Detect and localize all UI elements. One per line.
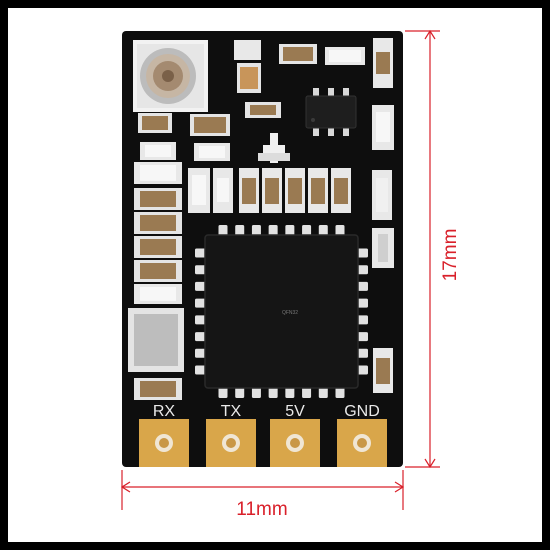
mid-components bbox=[138, 113, 351, 213]
chip-pin-right bbox=[356, 298, 368, 308]
chip-pin-bottom bbox=[302, 386, 312, 398]
height-label: 17mm bbox=[440, 229, 461, 282]
chip-pin-left bbox=[195, 248, 207, 258]
mcu-chip: QFN32 bbox=[195, 225, 368, 398]
chip-pin-bottom bbox=[218, 386, 228, 398]
chip-pin-top bbox=[251, 225, 261, 237]
pad-tx bbox=[206, 419, 256, 467]
chip-pin-right bbox=[356, 348, 368, 358]
height-dimension bbox=[405, 29, 440, 469]
left-components bbox=[128, 162, 184, 400]
chip-pin-top bbox=[318, 225, 328, 237]
chip-pin-left bbox=[195, 315, 207, 325]
chip-pin-top bbox=[335, 225, 345, 237]
pad-gnd bbox=[337, 419, 387, 467]
pin-label-tx: TX bbox=[221, 403, 242, 420]
receiver-board-figure: QFN32 RX bbox=[120, 29, 461, 520]
chip-pin-right bbox=[356, 265, 368, 275]
chip-pin-top bbox=[235, 225, 245, 237]
chip-pin-top bbox=[285, 225, 295, 237]
chip-pin-left bbox=[195, 348, 207, 358]
chip-marking: QFN32 bbox=[282, 310, 298, 316]
right-components bbox=[372, 105, 394, 393]
chip-pin-bottom bbox=[285, 386, 295, 398]
chip-pin-right bbox=[356, 332, 368, 342]
product-photo: QFN32 RX bbox=[8, 8, 542, 542]
sot-ic bbox=[305, 88, 357, 136]
chip-pin-right bbox=[356, 315, 368, 325]
antenna-connector bbox=[133, 40, 208, 112]
chip-pin-right bbox=[356, 248, 368, 258]
width-label: 11mm bbox=[236, 499, 287, 520]
pin-label-gnd: GND bbox=[344, 403, 380, 420]
chip-pin-top bbox=[268, 225, 278, 237]
chip-pin-bottom bbox=[235, 386, 245, 398]
test-mark bbox=[258, 133, 290, 163]
pin-label-5v: 5V bbox=[285, 403, 305, 420]
chip-pin-bottom bbox=[268, 386, 278, 398]
chip-pin-right bbox=[356, 281, 368, 291]
pin-label-rx: RX bbox=[153, 403, 176, 420]
width-dimension bbox=[120, 470, 405, 510]
pad-rx bbox=[139, 419, 189, 467]
chip-pin-left bbox=[195, 265, 207, 275]
chip-pin-bottom bbox=[335, 386, 345, 398]
chip-pin-bottom bbox=[318, 386, 328, 398]
pad-5v bbox=[270, 419, 320, 467]
chip-pin-left bbox=[195, 332, 207, 342]
chip-pin-top bbox=[218, 225, 228, 237]
chip-pin-left bbox=[195, 281, 207, 291]
chip-pin-top bbox=[302, 225, 312, 237]
top-components bbox=[234, 38, 393, 118]
chip-pin-right bbox=[356, 365, 368, 375]
chip-pin-left bbox=[195, 365, 207, 375]
chip-pin-left bbox=[195, 298, 207, 308]
chip-pin-bottom bbox=[251, 386, 261, 398]
